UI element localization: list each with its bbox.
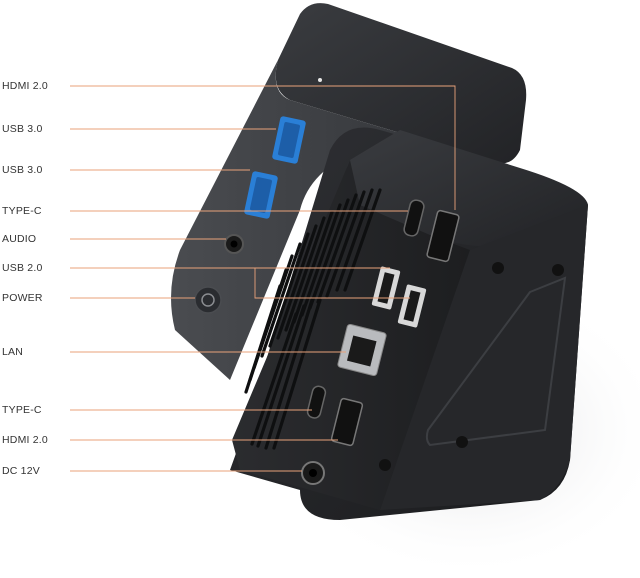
leader-lines <box>70 85 456 472</box>
leader-hdmi-top <box>70 85 456 210</box>
label-lan: LAN <box>2 346 24 358</box>
usb2-port-b-inner <box>403 290 421 322</box>
power-button <box>194 286 222 314</box>
screw <box>492 262 504 274</box>
side-panel-outline <box>425 276 567 447</box>
label-usb20: USB 2.0 <box>2 262 43 274</box>
screw <box>456 436 468 448</box>
power-icon <box>201 293 215 307</box>
label-usb30-b: USB 3.0 <box>2 164 43 176</box>
label-usb30-a: USB 3.0 <box>2 123 43 135</box>
audio-jack-hole <box>230 240 238 248</box>
hdmi-port-bottom <box>330 397 364 447</box>
leader-usb20-b <box>254 268 410 299</box>
lan-port-inner <box>346 335 377 367</box>
hdmi-port-top <box>426 209 460 263</box>
back-unit-top <box>275 3 527 164</box>
label-typec-top: TYPE-C <box>2 205 42 217</box>
main-unit-side <box>380 205 588 510</box>
front-ports <box>194 116 306 314</box>
typec-port-top <box>403 199 425 237</box>
usb3-port-a-inner <box>278 122 300 158</box>
label-hdmi-top: HDMI 2.0 <box>2 80 48 92</box>
typec-port-bottom <box>306 385 327 419</box>
screw <box>379 459 391 471</box>
usb2-port-a-inner <box>377 272 395 304</box>
dc-jack-hole <box>309 469 317 477</box>
screw <box>552 264 564 276</box>
rear-ports <box>301 199 460 485</box>
usb3-port-b-inner <box>250 177 272 213</box>
label-dc-12v: DC 12V <box>2 465 40 477</box>
main-unit-top <box>344 130 588 247</box>
label-typec-bottom: TYPE-C <box>2 404 42 416</box>
label-power: POWER <box>2 292 43 304</box>
label-audio: AUDIO <box>2 233 37 245</box>
status-led <box>318 78 322 82</box>
label-hdmi-bottom: HDMI 2.0 <box>2 434 48 446</box>
vent-grille <box>244 188 382 450</box>
